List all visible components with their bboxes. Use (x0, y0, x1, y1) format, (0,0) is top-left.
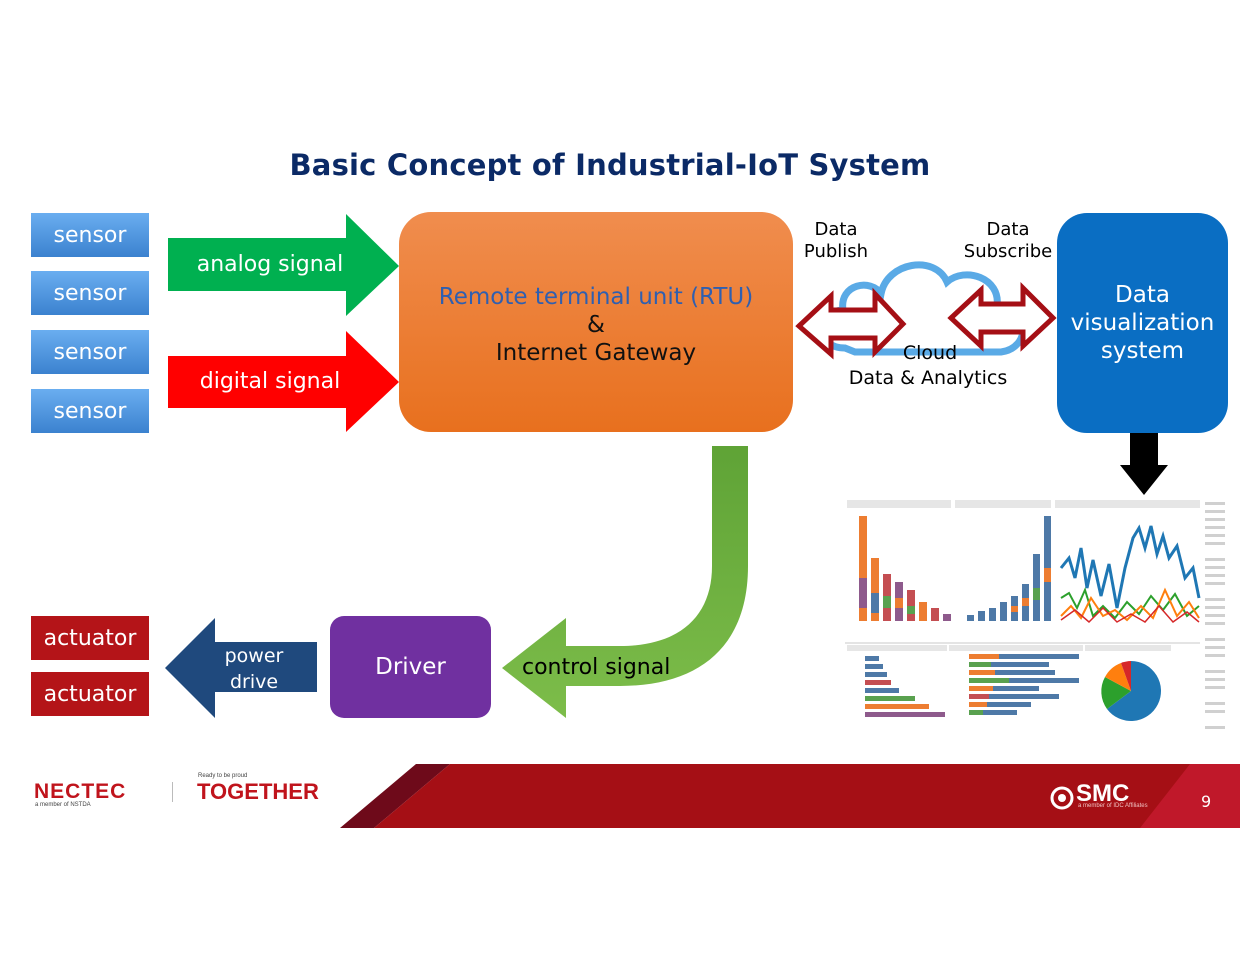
line-series-orange (1060, 587, 1200, 622)
digital-signal-label: digital signal (199, 369, 341, 394)
bar-chart-horizontal-trend (969, 654, 1079, 715)
actuator-box: actuator (31, 616, 149, 660)
line-series-green (1060, 587, 1200, 620)
control-signal-label: control signal (522, 655, 671, 680)
together-tagline: Ready to be proud (198, 773, 248, 779)
digital-signal-arrow (168, 331, 399, 432)
bar-chart-stacked (859, 516, 951, 621)
data-publish-double-arrow (795, 287, 907, 360)
line-series-blue (1059, 524, 1201, 609)
pie-chart-severity (1101, 661, 1161, 721)
rtu-box: Remote terminal unit (RTU) & Internet Ga… (399, 212, 793, 432)
analog-signal-arrow (168, 214, 399, 316)
actuator-box: actuator (31, 672, 149, 716)
page-number: 9 (1201, 792, 1212, 811)
dashboard-thumbnail (845, 498, 1230, 738)
bar-chart-horizontal-left (865, 656, 945, 717)
together-logo: TOGETHER (197, 779, 319, 804)
data-subscribe-double-arrow (947, 281, 1057, 352)
logo-divider (172, 782, 173, 802)
nectec-subtitle: a member of NSTDA (35, 802, 91, 808)
down-arrow-icon (1120, 433, 1168, 495)
smc-subtitle: a member of IDC Affiliates (1078, 803, 1148, 809)
sensor-box: sensor (31, 213, 149, 257)
footer-band (340, 764, 1240, 828)
line-series-red (1060, 604, 1200, 624)
smc-logo: SMC (1076, 780, 1130, 807)
cloud-graphic (795, 261, 1057, 360)
smc-logo-icon (1050, 786, 1074, 810)
nectec-logo: NECTEC (34, 780, 127, 803)
control-signal-arrow (502, 446, 748, 718)
driver-box: Driver (330, 616, 491, 718)
analog-signal-label: analog signal (196, 252, 344, 277)
bar-chart-cause (967, 516, 1051, 621)
dashboard-legend (1205, 502, 1225, 729)
sensor-box: sensor (31, 389, 149, 433)
sensor-box: sensor (31, 271, 149, 315)
rtu-label-line3: Internet Gateway (495, 340, 697, 366)
sensor-box: sensor (31, 330, 149, 374)
rtu-label-line1: Remote terminal unit (RTU) (438, 284, 754, 310)
page-title: Basic Concept of Industrial-IoT System (289, 148, 931, 182)
power-drive-arrow (165, 618, 317, 718)
signal-arrows (168, 214, 399, 432)
rtu-label-line2: & (587, 312, 605, 338)
